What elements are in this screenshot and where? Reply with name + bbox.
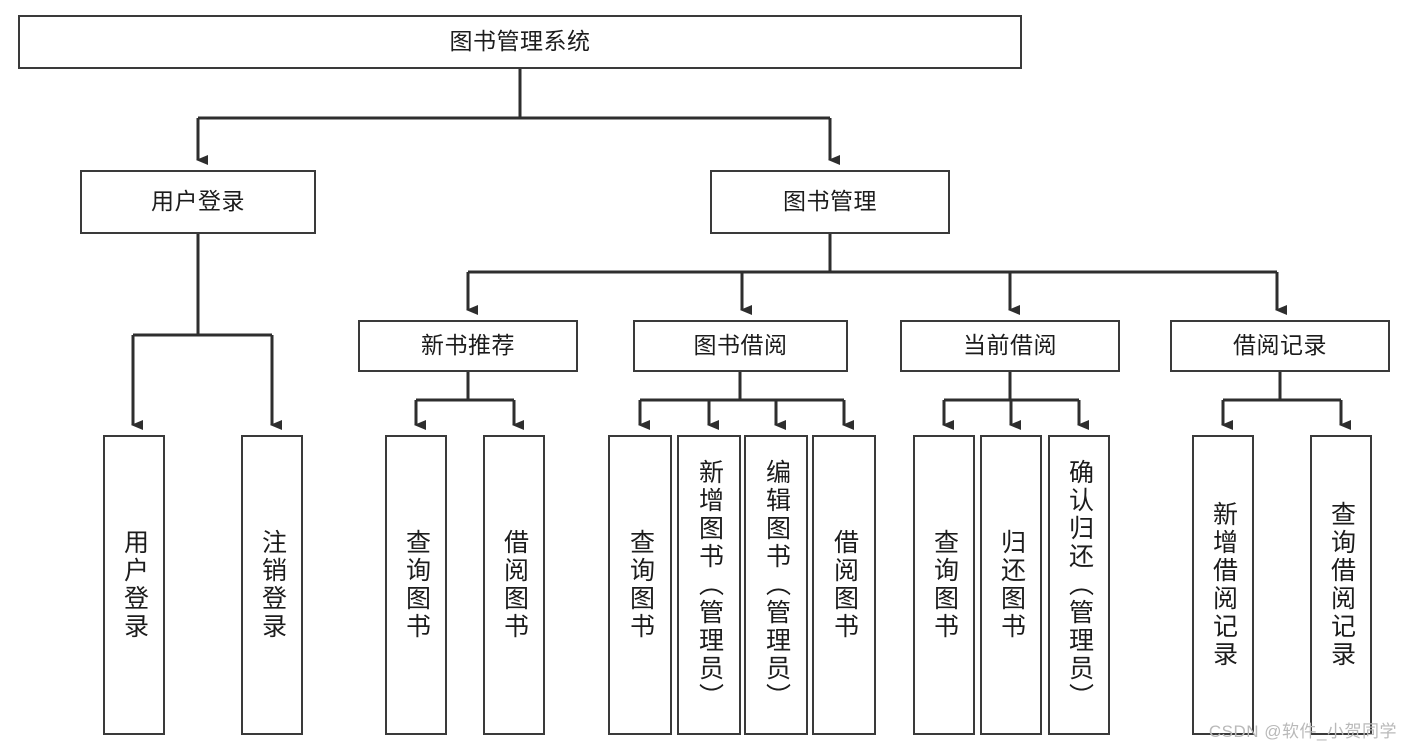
node-leaf-confirm-return-admin[interactable]: 确认归还（管理员）	[1048, 435, 1110, 735]
node-label: 新增借阅记录	[1209, 501, 1238, 669]
node-label: 借阅图书	[830, 529, 859, 641]
node-label: 用户登录	[120, 529, 149, 641]
node-leaf-add-borrow-record[interactable]: 新增借阅记录	[1192, 435, 1254, 735]
node-book-manage[interactable]: 图书管理	[710, 170, 950, 234]
node-leaf-edit-book-admin[interactable]: 编辑图书（管理员）	[744, 435, 808, 735]
node-root-system[interactable]: 图书管理系统	[18, 15, 1022, 69]
node-label: 新增图书（管理员）	[695, 459, 724, 711]
node-label: 借阅图书	[500, 529, 529, 641]
node-label: 归还图书	[997, 529, 1026, 641]
node-label: 新书推荐	[421, 332, 515, 359]
node-leaf-query-borrow-record[interactable]: 查询借阅记录	[1310, 435, 1372, 735]
node-leaf-add-book-admin[interactable]: 新增图书（管理员）	[677, 435, 741, 735]
node-current-borrow[interactable]: 当前借阅	[900, 320, 1120, 372]
node-leaf-borrow-book-recommend[interactable]: 借阅图书	[483, 435, 545, 735]
node-label: 查询图书	[626, 529, 655, 641]
node-leaf-query-book-borrow[interactable]: 查询图书	[608, 435, 672, 735]
node-label: 确认归还（管理员）	[1065, 459, 1094, 711]
node-label: 当前借阅	[963, 332, 1057, 359]
node-label: 图书管理	[783, 188, 877, 215]
node-book-borrow[interactable]: 图书借阅	[633, 320, 848, 372]
node-leaf-query-book-current[interactable]: 查询图书	[913, 435, 975, 735]
node-label: 图书借阅	[693, 332, 788, 359]
node-leaf-user-logout[interactable]: 注销登录	[241, 435, 303, 735]
node-label: 借阅记录	[1233, 332, 1327, 359]
node-leaf-borrow-book[interactable]: 借阅图书	[812, 435, 876, 735]
node-borrow-record[interactable]: 借阅记录	[1170, 320, 1390, 372]
node-label: 编辑图书（管理员）	[762, 459, 791, 711]
node-label: 注销登录	[258, 529, 287, 641]
node-leaf-return-book[interactable]: 归还图书	[980, 435, 1042, 735]
node-label: 用户登录	[151, 188, 245, 215]
node-leaf-user-login[interactable]: 用户登录	[103, 435, 165, 735]
watermark-text: CSDN @软件_小贺同学	[1208, 722, 1397, 741]
node-label: 查询图书	[402, 529, 431, 641]
node-label: 图书管理系统	[449, 28, 591, 55]
node-label: 查询图书	[930, 529, 959, 641]
node-user-login[interactable]: 用户登录	[80, 170, 316, 234]
node-label: 查询借阅记录	[1327, 501, 1356, 669]
node-leaf-query-book-recommend[interactable]: 查询图书	[385, 435, 447, 735]
node-new-book-recommend[interactable]: 新书推荐	[358, 320, 578, 372]
